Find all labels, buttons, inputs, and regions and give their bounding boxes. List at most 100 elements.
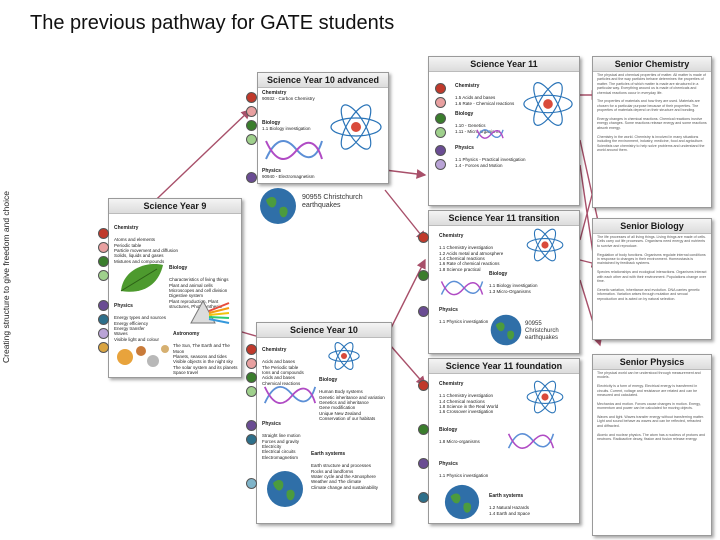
earth-systems-section: Earth systems Earth structure and proces…	[311, 447, 389, 490]
card-title: Science Year 11 foundation	[429, 359, 579, 374]
card-title: Senior Biology	[593, 219, 711, 234]
leaf-icon	[120, 264, 163, 292]
physics-dot	[98, 328, 109, 339]
section-heading: Biology	[262, 120, 281, 126]
earthquake-label: 90955 Christchurch earthquakes	[302, 194, 363, 209]
arrow-y10a-to-y11	[384, 169, 427, 179]
section-heading: Physics	[262, 168, 281, 174]
section-body: 90932 - Carbon Chemistry	[262, 96, 315, 102]
planets-icon	[117, 345, 169, 367]
dna-helix-icon	[476, 129, 504, 139]
chemistry-dot	[98, 228, 109, 239]
section-heading: Physics	[439, 461, 458, 468]
physics-dot	[246, 172, 257, 183]
senior-chemistry-card: Senior Chemistry The physical and chemic…	[592, 56, 712, 208]
section-heading: Physics	[262, 421, 281, 428]
arrow-y10-to-y11f	[389, 344, 426, 387]
chemistry-dot	[98, 242, 109, 253]
physics-dot	[435, 145, 446, 156]
section-heading: Chemistry	[439, 381, 464, 388]
senior-physics-card: Senior Physics The physical world can be…	[592, 354, 712, 536]
biology-dot	[435, 113, 446, 124]
section-body: Human Body systems Genetic inheritance a…	[319, 389, 385, 422]
section-heading: Earth systems	[489, 493, 524, 500]
section-heading: Biology	[319, 377, 338, 384]
section-heading: Biology	[169, 265, 188, 272]
section-heading: Biology	[489, 271, 508, 278]
section-heading: Chemistry	[262, 347, 287, 354]
prism-icon	[190, 299, 230, 324]
atom-icon	[328, 342, 360, 370]
card-title: Science Year 10	[257, 323, 391, 338]
physics-section: Physics Energy types and sources Energy …	[114, 299, 178, 342]
section-heading: Physics	[114, 303, 133, 310]
section-heading: Astronomy	[173, 331, 200, 338]
biology-dot	[98, 256, 109, 267]
earth-dot	[418, 492, 429, 503]
chemistry-section: Chemistry 1.1 Chemistry investigation 1.…	[439, 377, 515, 415]
chemistry-dot	[435, 83, 446, 94]
dna-helix-icon	[440, 280, 484, 296]
biology-dot	[246, 386, 257, 397]
physics-section: Physics 1.1 Physics investigation	[439, 457, 509, 479]
chemistry-dot	[246, 92, 257, 103]
section-body: 1.1 Chemistry investigation 1.4 Chemical…	[439, 393, 499, 415]
biology-section: Biology 1.1 Biology investigation 1.3 Mi…	[489, 267, 575, 294]
globe-icon	[267, 471, 303, 507]
senior-physics-body: The physical world can be understood thr…	[597, 371, 706, 442]
year9-card: Science Year 9 Chemistry Atoms and eleme…	[108, 198, 242, 378]
biology-dot	[246, 120, 257, 131]
section-body: 1.1 Physics investigation	[439, 319, 489, 325]
chemistry-section: Chemistry Atoms and elements Periodic ta…	[114, 221, 192, 264]
biology-section: Biology 1.1 Biology investigation	[262, 120, 322, 132]
senior-biology-card: Senior Biology The life processes of all…	[592, 218, 712, 340]
senior-chemistry-body: The physical and chemical properties of …	[597, 73, 707, 152]
atom-icon	[526, 228, 564, 262]
section-body: 1.1 Biology investigation 1.3 Micro-Orga…	[489, 283, 538, 294]
section-body: 90940 - Electromagnetism	[262, 174, 315, 180]
year11-transition-card: Science Year 11 transition Chemistry 1.1…	[428, 210, 580, 354]
chemistry-dot	[246, 106, 257, 117]
card-title: Science Year 11 transition	[429, 211, 579, 226]
section-body: Acids and bases The Periodic table Ions …	[262, 359, 304, 386]
chemistry-dot	[246, 358, 257, 369]
globe-icon	[260, 188, 296, 224]
chemistry-section: Chemistry 1.1 Chemistry investigation 1.…	[439, 229, 515, 272]
dna-helix-icon	[265, 140, 323, 160]
earth-dot	[98, 314, 109, 325]
globe-icon	[490, 314, 522, 346]
section-heading: Chemistry	[114, 225, 139, 232]
section-body: Atoms and elements Periodic table Partic…	[114, 237, 178, 264]
physics-section: Physics 90940 - Electromagnetism	[262, 168, 322, 180]
atom-icon	[526, 380, 564, 414]
section-heading: Chemistry	[262, 90, 287, 96]
chemistry-dot	[246, 344, 257, 355]
physics-dot	[418, 306, 429, 317]
physics-section: Physics 1.1 Physics investigation	[439, 303, 499, 325]
section-heading: Chemistry	[439, 233, 464, 240]
year10-card: Science Year 10 Chemistry Acids and base…	[256, 322, 392, 524]
biology-section: Biology 1.8 Micro-organisms	[439, 423, 499, 445]
section-body: 1.5 Acids and bases 1.6 Rate - Chemical …	[455, 95, 515, 106]
arrow-y9-to-y10a	[139, 109, 252, 216]
year11-card: Science Year 11 Chemistry 1.5 Acids and …	[428, 56, 580, 206]
physics-dot	[435, 159, 446, 170]
atom-icon	[330, 104, 382, 150]
chemistry-dot	[435, 97, 446, 108]
arrow-y11-to-sen-bio	[579, 139, 603, 232]
physics-section: Physics 1.1 Physics - Practical investig…	[455, 141, 535, 168]
biology-section: Biology Human Body systems Genetic inher…	[319, 373, 389, 422]
astronomy-section: Astronomy The Sun, The Earth and The Moo…	[173, 327, 239, 376]
arrow-y10a-to-y11t	[384, 189, 426, 242]
earth-dot	[246, 478, 257, 489]
card-title: Science Year 10 advanced	[258, 73, 388, 88]
section-body: The Sun, The Earth and The Moon Planets,…	[173, 343, 238, 376]
biology-dot	[246, 134, 257, 145]
section-heading: Chemistry	[455, 83, 480, 90]
physics-dot	[418, 458, 429, 469]
biology-dot	[246, 372, 257, 383]
senior-biology-body: The life processes of all living things.…	[597, 235, 707, 301]
chemistry-dot	[418, 380, 429, 391]
chemistry-dot	[418, 232, 429, 243]
section-body: 1.1 Physics investigation	[439, 473, 489, 479]
